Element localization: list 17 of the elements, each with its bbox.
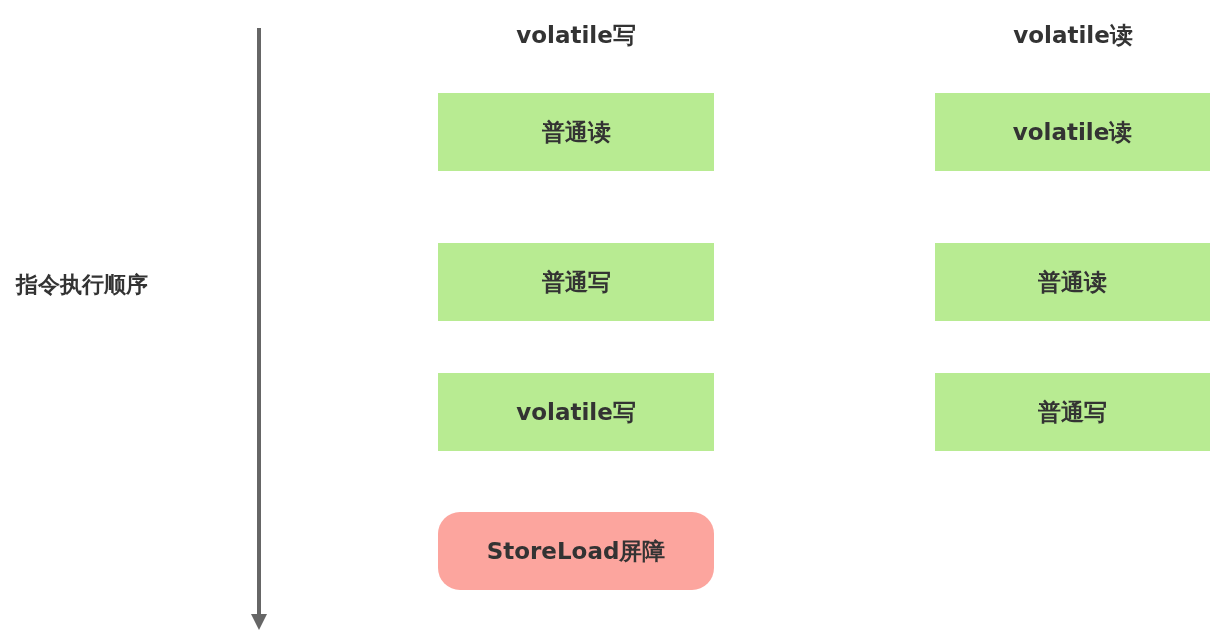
box-label: 普通写 bbox=[1038, 397, 1107, 427]
barrier-box bbox=[438, 512, 714, 590]
box-label: StoreLoad屏障 bbox=[486, 536, 666, 566]
box-label: 普通写 bbox=[541, 267, 611, 297]
instruction-box bbox=[438, 93, 714, 171]
box-label: volatile读 bbox=[1012, 117, 1133, 147]
instruction-box bbox=[438, 373, 714, 451]
instruction-box bbox=[935, 243, 1210, 321]
column-heading: volatile读 bbox=[1013, 21, 1133, 50]
instruction-box bbox=[438, 243, 714, 321]
instruction-box bbox=[935, 373, 1210, 451]
box-label: volatile写 bbox=[516, 397, 636, 427]
axis-label: 指令执行顺序 bbox=[16, 271, 148, 299]
instruction-box bbox=[935, 93, 1210, 171]
box-label: 普通读 bbox=[1038, 267, 1107, 297]
column-heading: volatile写 bbox=[516, 21, 636, 50]
box-label: 普通读 bbox=[541, 117, 611, 147]
